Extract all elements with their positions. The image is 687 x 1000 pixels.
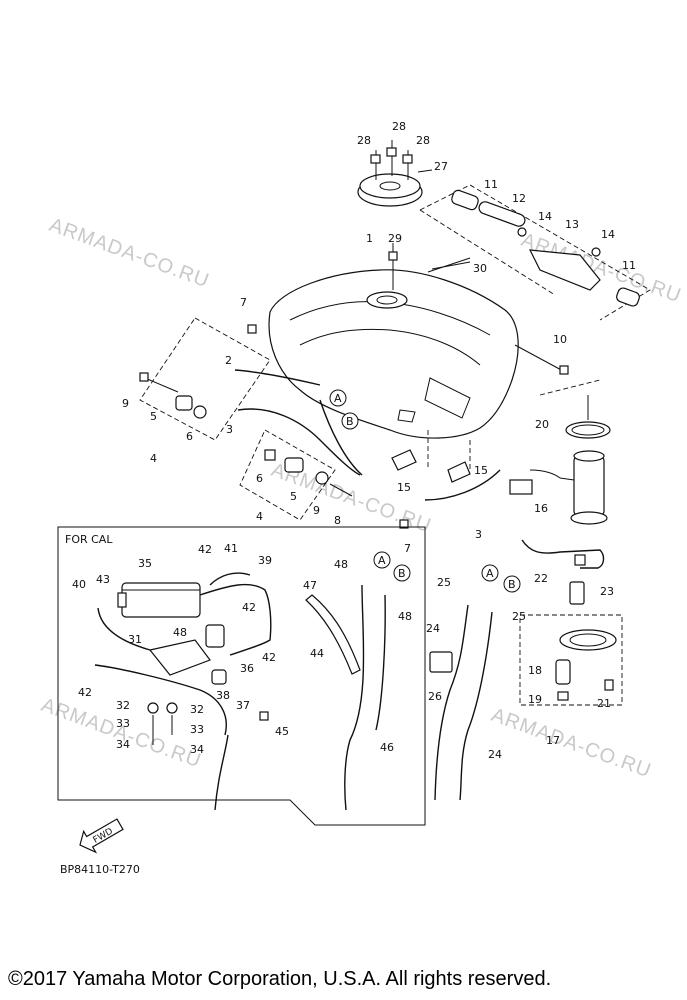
- part-number: 42: [262, 651, 276, 664]
- part-number: 7: [404, 542, 411, 555]
- part-number: 47: [303, 579, 317, 592]
- callout-label: B: [398, 567, 406, 580]
- part-number: 34: [190, 743, 204, 756]
- part-number: 28: [392, 120, 406, 133]
- part-number: 48: [173, 626, 187, 639]
- left-mount-parts: [139, 317, 409, 529]
- part-number: 19: [528, 693, 542, 706]
- part-number: 6: [256, 472, 263, 485]
- part-number: 25: [512, 610, 526, 623]
- part-number: 33: [190, 723, 204, 736]
- part-number: 15: [474, 464, 488, 477]
- part-number: 14: [538, 210, 552, 223]
- callout-label: B: [508, 578, 516, 591]
- part-number: 33: [116, 717, 130, 730]
- watermark: ARMADA-CO.RU: [46, 214, 212, 292]
- tank-rubber-parts: [319, 399, 501, 501]
- part-number: 48: [334, 558, 348, 571]
- part-number: 3: [475, 528, 482, 541]
- part-number: 4: [256, 510, 263, 523]
- projection-lines: [427, 379, 601, 470]
- part-number: 43: [96, 573, 110, 586]
- part-number: 31: [128, 633, 142, 646]
- part-number: 4: [150, 452, 157, 465]
- part-number: 25: [437, 576, 451, 589]
- part-number: 32: [190, 703, 204, 716]
- fuel-pump-assembly: [509, 395, 623, 706]
- part-number: 24: [426, 622, 440, 635]
- part-number: 28: [357, 134, 371, 147]
- part-number: 11: [484, 178, 498, 191]
- part-number: 37: [236, 699, 250, 712]
- part-number: 13: [565, 218, 579, 231]
- forward-arrow-icon: FWD: [79, 818, 124, 854]
- figure-code: BP84110-T270: [60, 863, 140, 876]
- part-number: 30: [473, 262, 487, 275]
- forward-label: FWD: [92, 827, 115, 846]
- part-number: 36: [240, 662, 254, 675]
- upper-right-parts: [419, 184, 651, 375]
- part-number: 20: [535, 418, 549, 431]
- watermark: ARMADA-CO.RU: [488, 704, 654, 782]
- part-number: 41: [224, 542, 238, 555]
- part-number: 15: [397, 481, 411, 494]
- part-number: 39: [258, 554, 272, 567]
- part-number: 16: [534, 502, 548, 515]
- part-number: 2: [225, 354, 232, 367]
- part-number: 10: [553, 333, 567, 346]
- part-number: 28: [416, 134, 430, 147]
- part-number: 17: [546, 734, 560, 747]
- part-number: 1: [366, 232, 373, 245]
- copyright-notice: ©2017 Yamaha Motor Corporation, U.S.A. A…: [8, 968, 551, 990]
- part-number: 48: [398, 610, 412, 623]
- part-number: 9: [122, 397, 129, 410]
- part-number-labels: 1 2 3 3 4 4 5 5 6 6 7 7 8 9 9 10 11 11 1…: [72, 120, 636, 761]
- part-number: 26: [428, 690, 442, 703]
- part-number: 22: [534, 572, 548, 585]
- part-number: 5: [150, 410, 157, 423]
- part-number: 9: [313, 504, 320, 517]
- part-number: 8: [334, 514, 341, 527]
- callout-label: A: [334, 392, 342, 405]
- part-number: 7: [240, 296, 247, 309]
- part-number: 6: [186, 430, 193, 443]
- part-number: 5: [290, 490, 297, 503]
- part-number: 34: [116, 738, 130, 751]
- part-number: 24: [488, 748, 502, 761]
- california-inset: FOR CAL: [57, 526, 426, 826]
- part-number: 14: [601, 228, 615, 241]
- callout-markers: A B A B A B: [329, 389, 521, 593]
- part-number: 42: [78, 686, 92, 699]
- callout-label: B: [346, 415, 354, 428]
- part-number: 11: [622, 259, 636, 272]
- part-number: 27: [434, 160, 448, 173]
- part-number: 12: [512, 192, 526, 205]
- vent-hoses: [429, 604, 493, 801]
- part-number: 42: [198, 543, 212, 556]
- part-number: 40: [72, 578, 86, 591]
- part-number: 23: [600, 585, 614, 598]
- callout-label: A: [378, 554, 386, 567]
- part-number: 45: [275, 725, 289, 738]
- part-number: 38: [216, 689, 230, 702]
- part-number: 44: [310, 647, 324, 660]
- inset-title: FOR CAL: [65, 533, 113, 546]
- part-number: 46: [380, 741, 394, 754]
- part-number: 21: [597, 697, 611, 710]
- part-number: 42: [242, 601, 256, 614]
- part-number: 3: [226, 423, 233, 436]
- part-number: 35: [138, 557, 152, 570]
- part-number: 18: [528, 664, 542, 677]
- part-number: 32: [116, 699, 130, 712]
- part-number: 29: [388, 232, 402, 245]
- fuel-cap-assembly: [357, 140, 433, 207]
- callout-label: A: [486, 567, 494, 580]
